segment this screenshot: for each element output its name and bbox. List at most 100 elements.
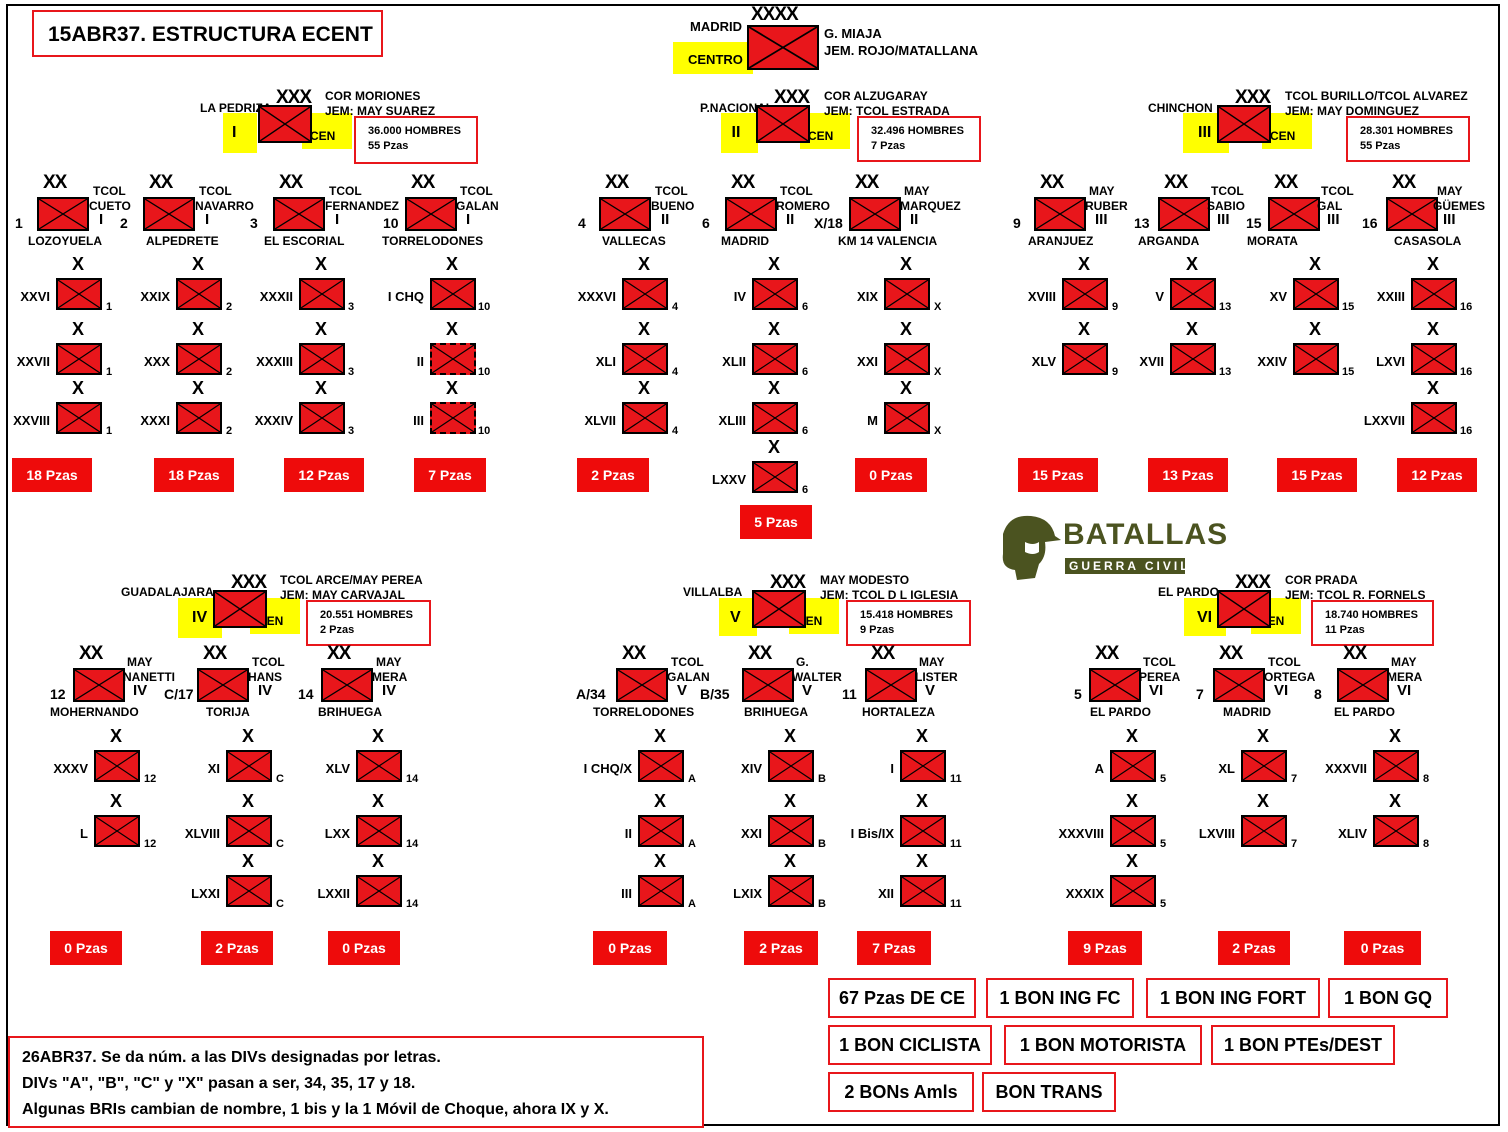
division-unit-symbol [321,668,373,702]
division-commander-rank: MAY [1391,655,1417,669]
division-commander-rank: TCOL [671,655,704,669]
division-unit-symbol [405,197,457,231]
division-commander-name: LISTER [915,670,958,684]
brigade-parent: 5 [1160,773,1167,785]
brigade-label: M [867,413,878,428]
brigade-unit-symbol [638,815,684,847]
asset-box: BON TRANS [982,1072,1116,1112]
division-commander-rank: MAY [1089,184,1115,198]
note-line-1: 26ABR37. Se da núm. a las DIVs designada… [22,1049,441,1066]
division-corps-number: III [1095,211,1108,228]
brigade-echelon: X [654,726,666,746]
division-commander-rank: TCOL [460,184,493,198]
brigade-parent: 8 [1423,838,1430,850]
brigade-unit-symbol [56,278,102,310]
corps-location: GUADALAJARA [121,585,214,599]
brigade-unit-symbol [752,402,798,434]
brigade-parent: 7 [1291,838,1298,850]
division-guns-box: 12 Pzas [284,458,364,492]
division-commander-name: HANS [248,670,283,684]
brigade-parent: C [276,773,284,785]
corps-location: CHINCHON [1148,101,1213,115]
division-commander-rank: TCOL [199,184,232,198]
brigade-unit-symbol [1411,278,1457,310]
brigade-parent: 6 [802,484,809,496]
corps-men: 18.740 HOMBRES [1325,609,1418,621]
division-location: CASASOLA [1394,234,1462,248]
division-commander-name: ROMERO [776,199,830,213]
brigade-echelon: X [1126,791,1138,811]
division-commander-name: GALAN [667,670,710,684]
division-commander-name: MARQUEZ [900,199,961,213]
brigade-parent: 1 [106,425,113,437]
division-number: 10 [383,215,399,231]
division-unit-symbol [1158,197,1210,231]
brigade-echelon: X [1309,254,1321,274]
brigade-unit-symbol [430,343,476,375]
asset-box: 67 Pzas DE CE [828,978,976,1018]
corps-location: P.NACIONAL [700,101,774,115]
cen-label: CEN [1270,129,1296,143]
brigade-parent: C [276,898,284,910]
brigade-unit-symbol [884,278,930,310]
brigade-parent: 3 [348,425,355,437]
corps-unit-symbol [213,590,267,628]
brigade-parent: C [276,838,284,850]
corps-echelon: XXX [770,572,806,593]
brigade-echelon: X [768,319,780,339]
brigade-echelon: X [315,254,327,274]
corps-unit-symbol [756,105,810,143]
brigade-parent: 11 [950,838,962,850]
brigade-unit-symbol [768,875,814,907]
corps-guns: 55 Pzas [1360,140,1401,152]
brigade-echelon: X [446,319,458,339]
brigade-echelon: X [110,726,122,746]
brigade-echelon: X [72,319,84,339]
note-line-3: Algunas BRIs cambian de nombre, 1 bis y … [22,1101,609,1118]
division-location: MORATA [1247,234,1298,248]
brigade-echelon: X [242,851,254,871]
brigade-label: XXXIV [254,413,293,428]
division-location: EL ESCORIAL [264,234,345,248]
brigade-label: I Bis/IX [850,826,894,841]
division-echelon: XX [1343,643,1367,664]
division-commander-rank: G. [796,655,809,669]
brigade-parent: 11 [950,898,962,910]
corps-men: 32.496 HOMBRES [871,125,964,137]
brigade-echelon: X [784,791,796,811]
division-number: B/35 [700,686,730,702]
division-commander-rank: TCOL [1211,184,1244,198]
brigade-unit-symbol [299,343,345,375]
brigade-label: A [1094,761,1104,776]
brigade-unit-symbol [1110,815,1156,847]
division-guns-box: 15 Pzas [1018,458,1098,492]
brigade-echelon: X [1078,254,1090,274]
brigade-label: LXXII [317,886,350,901]
division-corps-number: IV [133,682,148,699]
brigade-unit-symbol [176,343,222,375]
brigade-parent: 9 [1112,301,1119,313]
brigade-parent: 12 [144,773,157,785]
division-corps-number: VI [1274,682,1289,699]
division-guns-box: 18 Pzas [12,458,92,492]
division-commander-name: ORTEGA [1264,670,1316,684]
brigade-unit-symbol [1293,343,1339,375]
brigade-unit-symbol [768,815,814,847]
corps-unit-symbol [258,105,312,143]
brigade-label: XLI [595,354,616,369]
division-number: 9 [1013,215,1021,231]
brigade-label: XIX [857,289,878,304]
corps-echelon: XXX [231,572,267,593]
brigade-parent: 3 [348,366,355,378]
division-corps-number: V [677,682,688,699]
brigade-label: XXX [143,354,170,369]
brigade-parent: 1 [106,366,113,378]
division-unit-symbol [1213,668,1265,702]
brigade-label: IV [733,289,746,304]
brigade-unit-symbol [226,875,272,907]
division-location: TORRELODONES [382,234,484,248]
division-number: 7 [1196,686,1204,702]
brigade-echelon: X [1427,254,1439,274]
brigade-parent: 10 [478,366,491,378]
